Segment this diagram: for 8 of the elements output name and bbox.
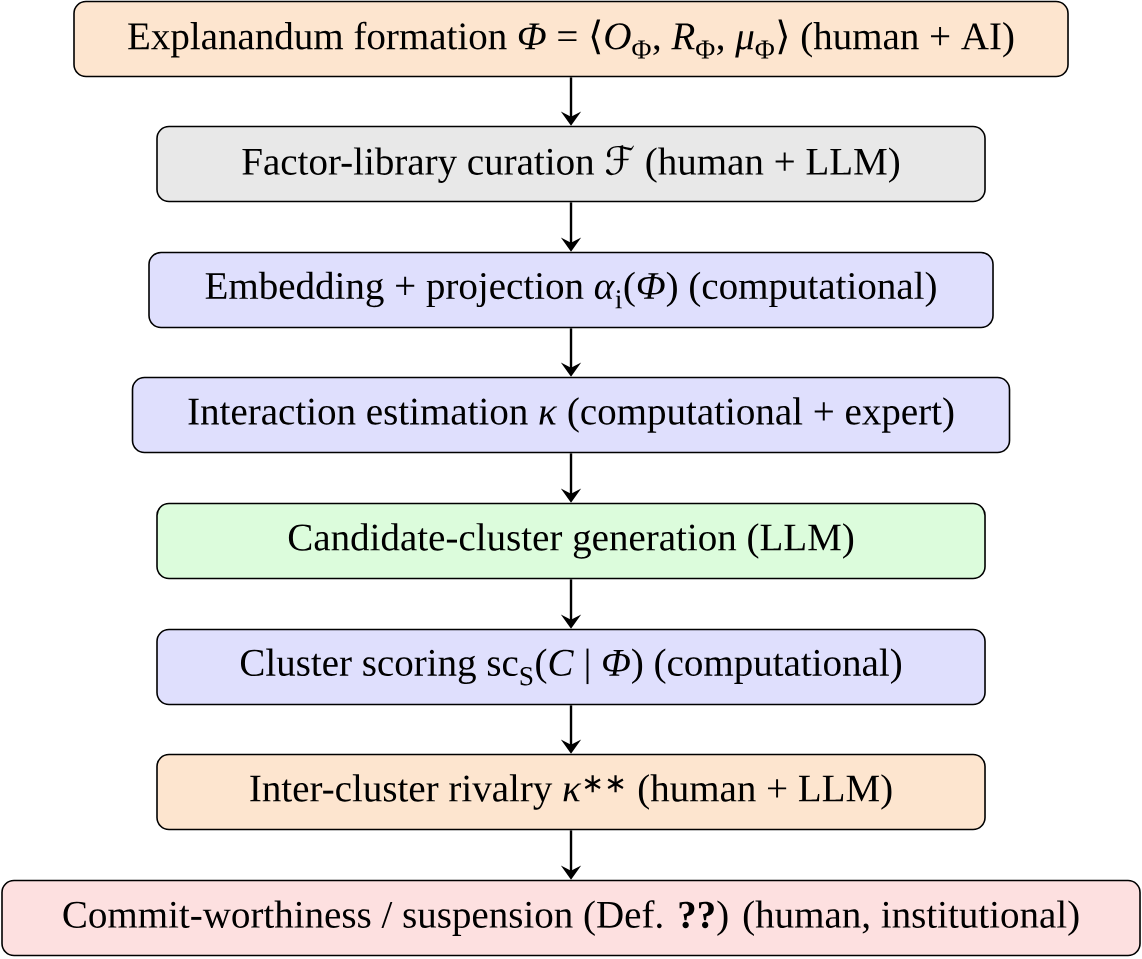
process-box: Cluster scoring sc$_{S}$(C | Φ) (computational) [156,628,986,706]
process-box: Inter-cluster rivalry κ$^{∗∗}$ (human + LLM) [156,753,986,831]
process-box: Candidate-cluster generation (LLM) [156,502,986,580]
process-box: Explanandum formation Φ = ⟨O$_{Φ}$, R$_{Φ}$, μ$_{Φ}$⟩ (human + AI) [73,0,1069,78]
process-box: Embedding + projection α$_{i}$(Φ) (computational) [148,251,994,329]
process-box: Commit-worthiness / suspension (Def. ??) (human, institutional) [1,879,1141,957]
process-box: Factor-library curation ℱ (human + LLM) [156,125,986,203]
process-box: Interaction estimation κ (computational + expert) [131,376,1011,454]
